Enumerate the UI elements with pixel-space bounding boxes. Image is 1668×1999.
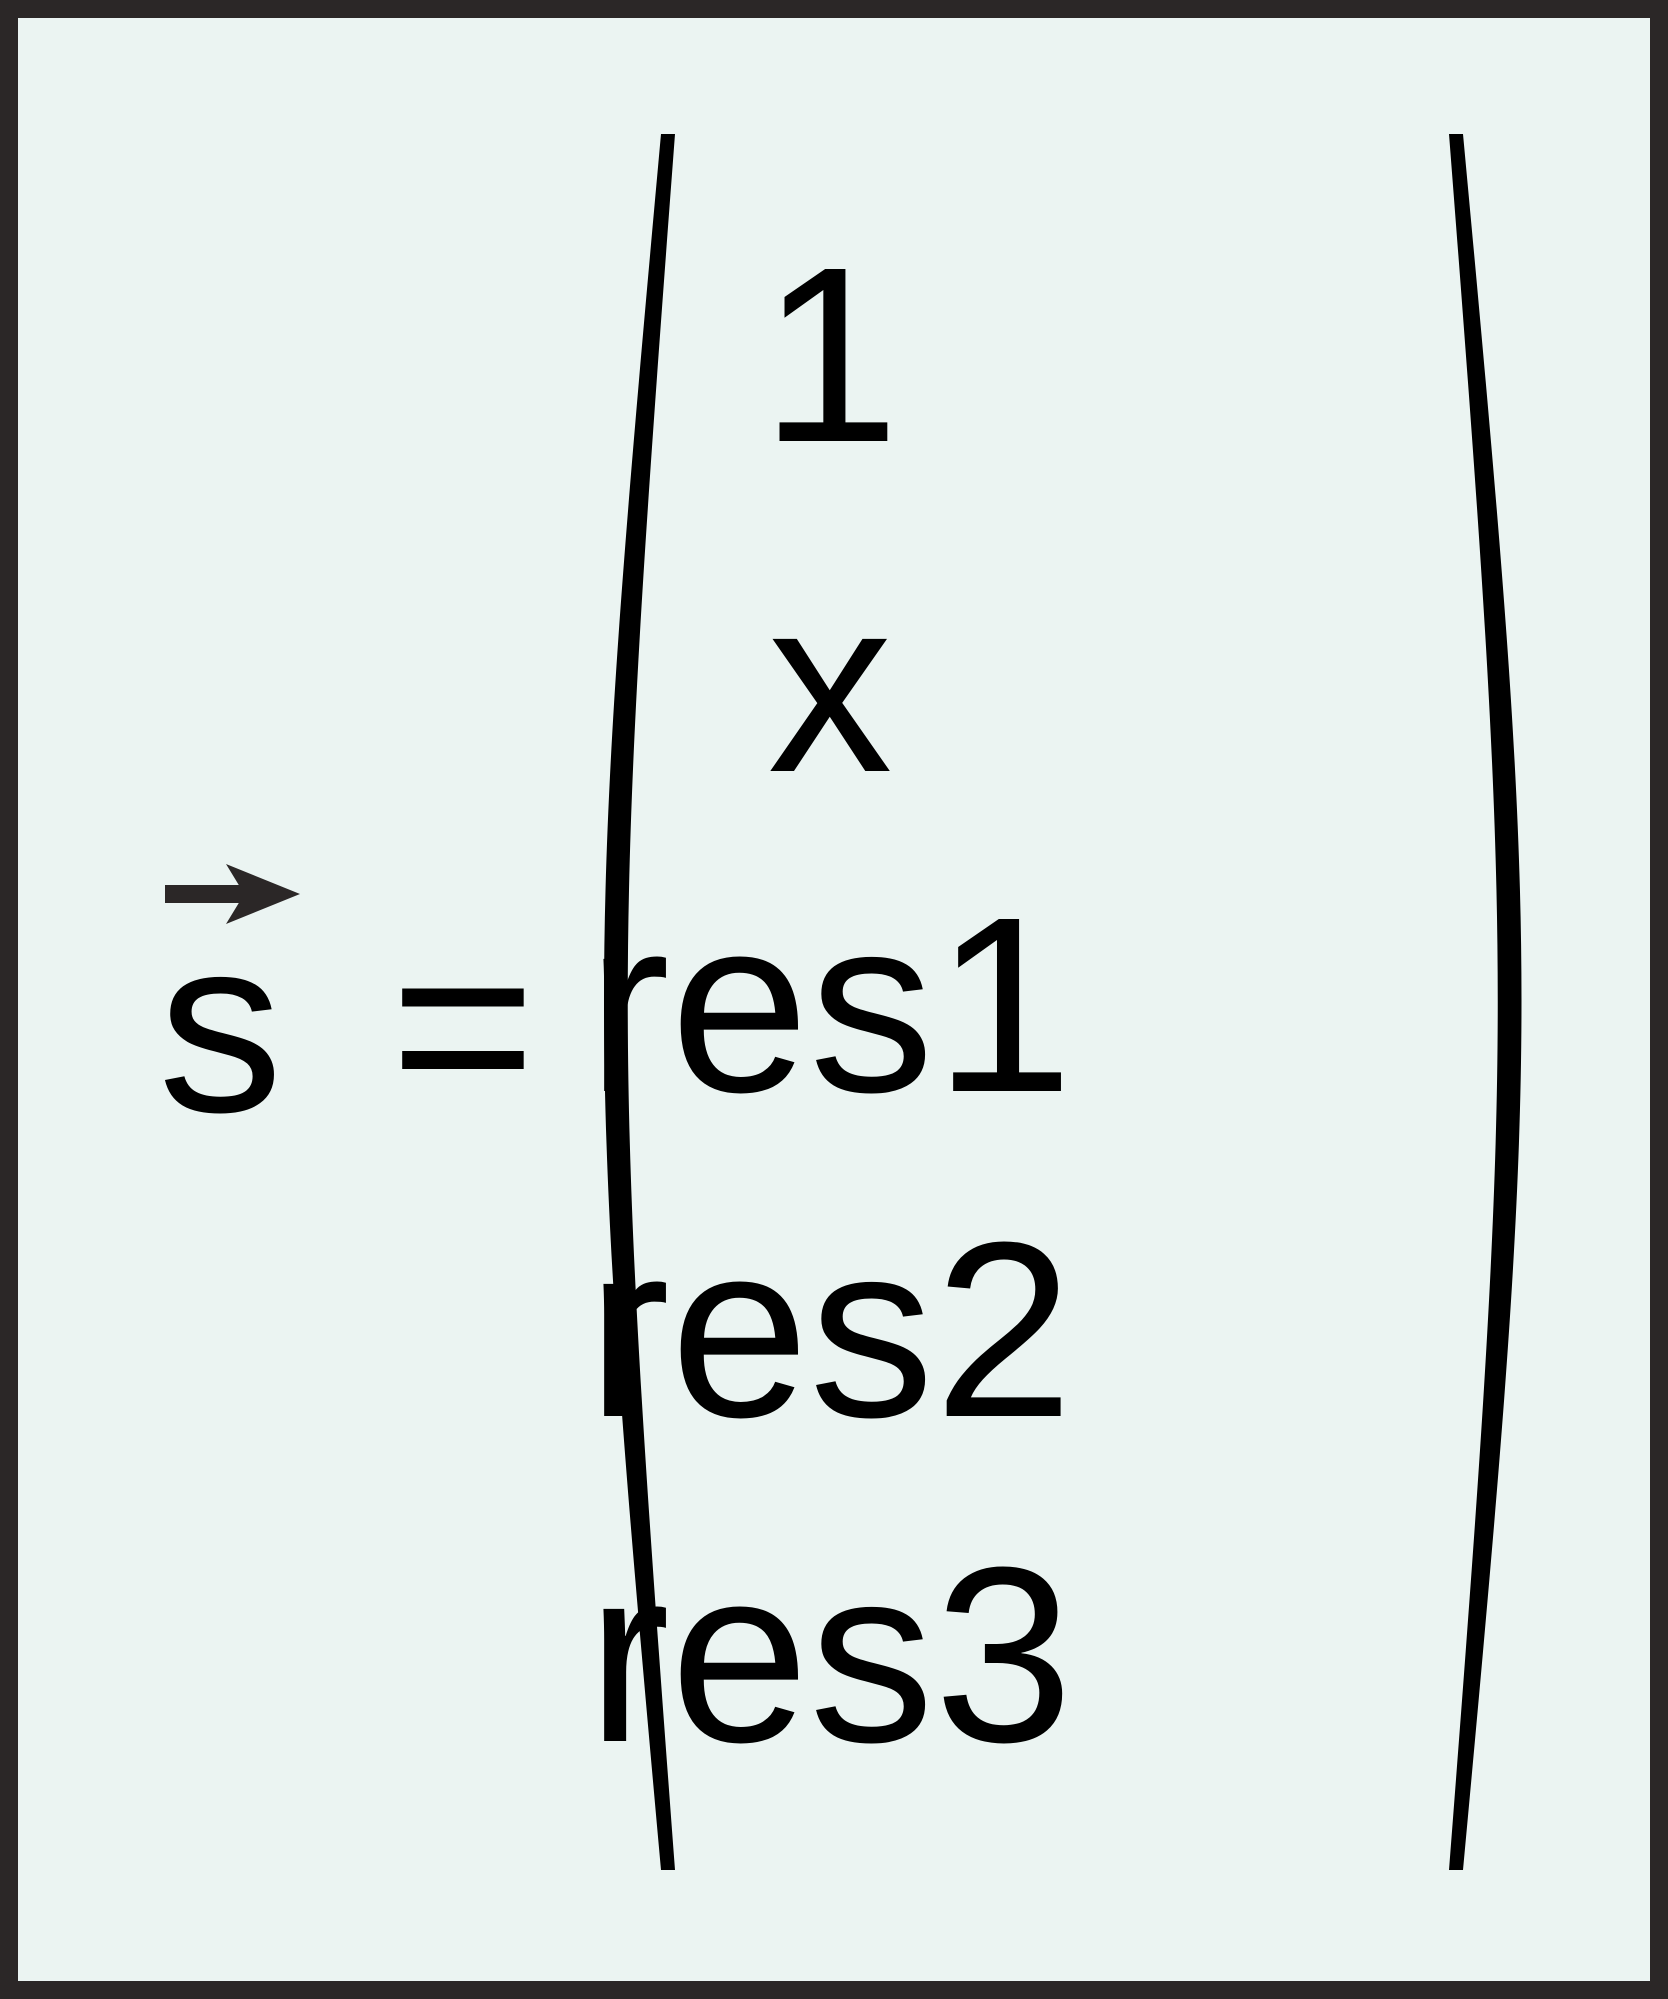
vector-entry-res2: res2	[586, 1190, 1074, 1469]
vector-entry-x: x	[767, 545, 893, 824]
vector-entry-1: 1	[760, 215, 900, 494]
vector-lhs: s =	[140, 860, 560, 1150]
vector-arrow-icon	[165, 864, 300, 924]
equals-sign: =	[390, 885, 536, 1164]
vector-entry-res3: res3	[586, 1515, 1074, 1794]
vector-symbol: s	[158, 885, 283, 1164]
vector-entry-res1: res1	[586, 865, 1074, 1144]
